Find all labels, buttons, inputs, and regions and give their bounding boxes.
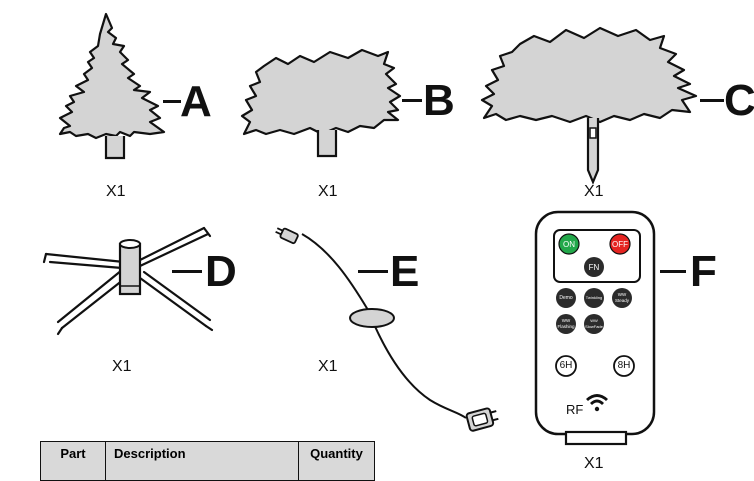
tree-a-trunk — [104, 136, 126, 160]
demo-button — [556, 288, 576, 308]
twinkling-button-label: Twinkling — [585, 295, 603, 300]
header-description: Description — [105, 441, 299, 481]
tree-b-foliage — [240, 48, 402, 136]
timer-6h-button — [555, 355, 577, 377]
ww-slowfade-button — [584, 314, 604, 334]
part-c-letter: C — [724, 76, 754, 125]
on-button — [558, 233, 580, 255]
part-d-quantity: X1 — [112, 358, 132, 375]
tree-b-trunk — [316, 130, 338, 158]
demo-button-label: Demo — [559, 295, 573, 301]
tree-c-foliage — [480, 26, 698, 124]
part-b-quantity: X1 — [318, 183, 338, 200]
part-f-quantity: X1 — [584, 455, 604, 472]
part-b-leader-line — [402, 99, 422, 102]
part-b-letter: B — [423, 76, 455, 125]
cord-wire — [301, 233, 467, 419]
part-f-letter: F — [690, 247, 717, 296]
remote-top-panel — [553, 229, 641, 283]
parts-table-header-row: Part Description Quantity — [40, 441, 375, 481]
stand-leg-back-left — [44, 252, 126, 264]
stand-leg-front-right — [138, 276, 208, 328]
foot-switch — [349, 308, 395, 328]
fn-button-label: FN — [588, 263, 600, 272]
part-e-quantity: X1 — [318, 358, 338, 375]
part-a-quantity: X1 — [106, 183, 126, 200]
header-part: Part — [40, 441, 106, 481]
part-e-letter: E — [390, 247, 420, 296]
part-d-leader-line — [172, 270, 202, 273]
wifi-icon — [586, 394, 608, 412]
part-c-leader-line — [700, 99, 724, 102]
rf-label: RF — [566, 402, 584, 417]
on-button-label: ON — [563, 240, 575, 249]
stand-leg-front-left — [60, 274, 130, 330]
off-button — [609, 233, 631, 255]
part-f-leader-line — [660, 270, 686, 273]
part-a-letter: A — [180, 77, 212, 126]
header-quantity: Quantity — [298, 441, 375, 481]
tree-c-pole-clip — [589, 127, 597, 139]
off-button-label: OFF — [612, 240, 628, 249]
ww-flashing-button — [556, 314, 576, 334]
parts-table: Part Description Quantity — [40, 441, 375, 481]
fn-button — [584, 257, 604, 277]
cord-plug-bottom — [465, 407, 499, 432]
twinkling-button — [584, 288, 604, 308]
part-a-leader-line — [163, 100, 181, 103]
timer-8h-label: 8H — [617, 360, 631, 371]
stand-leg-back-right — [138, 226, 206, 262]
part-d-letter: D — [205, 247, 237, 296]
ww-steady-button — [612, 288, 632, 308]
cord-plug-top — [275, 227, 299, 245]
remote-bottom-tab — [564, 430, 628, 446]
part-e-leader-line — [358, 270, 388, 273]
timer-8h-button — [613, 355, 635, 377]
timer-6h-label: 6H — [559, 360, 573, 371]
part-c-quantity: X1 — [584, 183, 604, 200]
